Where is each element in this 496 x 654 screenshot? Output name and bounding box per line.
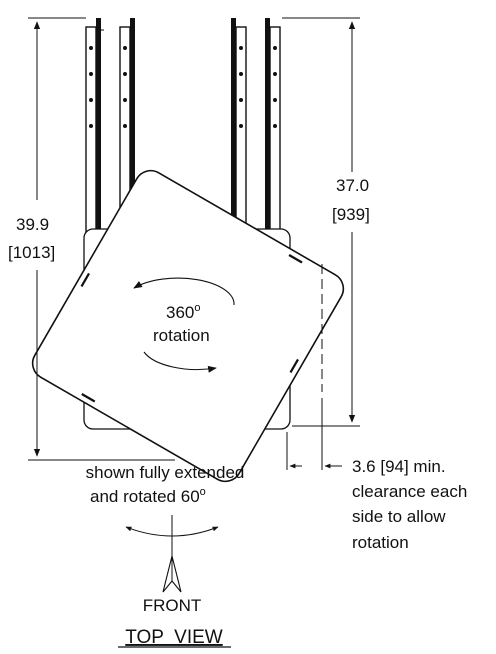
clearance-line-2: clearance each — [352, 482, 467, 501]
rotation-word: rotation — [153, 326, 210, 345]
clearance-dimension — [286, 264, 342, 470]
frame-dim-metric-label: [939] — [332, 205, 370, 224]
rotation-arrow-upper — [133, 277, 235, 306]
front-label: FRONT — [143, 596, 202, 615]
overall-dim-label: 39.9 — [16, 215, 49, 234]
frame-dim-label: 37.0 — [336, 176, 369, 195]
rotation-arrow-lower — [143, 351, 217, 373]
note-line-2: and rotated 60o — [90, 486, 206, 506]
frame-height-dimension — [282, 17, 360, 427]
clearance-line-3: side to allow — [352, 507, 446, 526]
rotation-value: 360o — [166, 302, 201, 322]
clearance-line-1: 3.6 [94] min. — [352, 457, 446, 476]
view-title: TOP VIEW — [125, 627, 223, 648]
overall-dim-metric-label: [1013] — [8, 243, 55, 262]
front-arrow-icon — [162, 555, 182, 593]
rotated-display — [31, 169, 345, 483]
clearance-line-4: rotation — [352, 533, 409, 552]
note-line-1: shown fully extended — [86, 463, 245, 482]
overall-height-dimension — [28, 17, 175, 461]
